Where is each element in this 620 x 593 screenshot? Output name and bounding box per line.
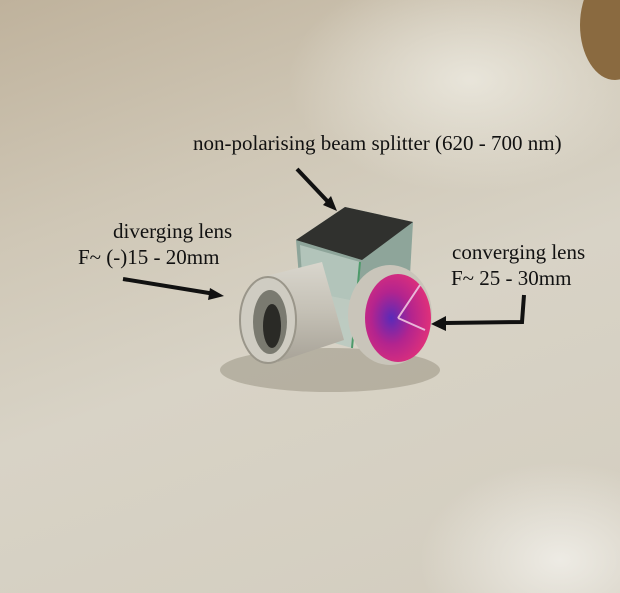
diverging-lens (239, 262, 344, 364)
arrow-diverging-lens (122, 277, 224, 300)
arrow-converging-lens (431, 294, 526, 331)
converging-lens (348, 265, 432, 365)
diverging-lens-title: diverging lens (113, 219, 233, 243)
arrow-beam-splitter (295, 167, 337, 211)
converging-lens-focal: F~ 25 - 30mm (451, 266, 572, 290)
converging-lens-title: converging lens (452, 240, 586, 264)
beam-splitter-label: non-polarising beam splitter (620 - 700 … (193, 131, 562, 155)
diverging-lens-focal: F~ (-)15 - 20mm (78, 245, 220, 269)
